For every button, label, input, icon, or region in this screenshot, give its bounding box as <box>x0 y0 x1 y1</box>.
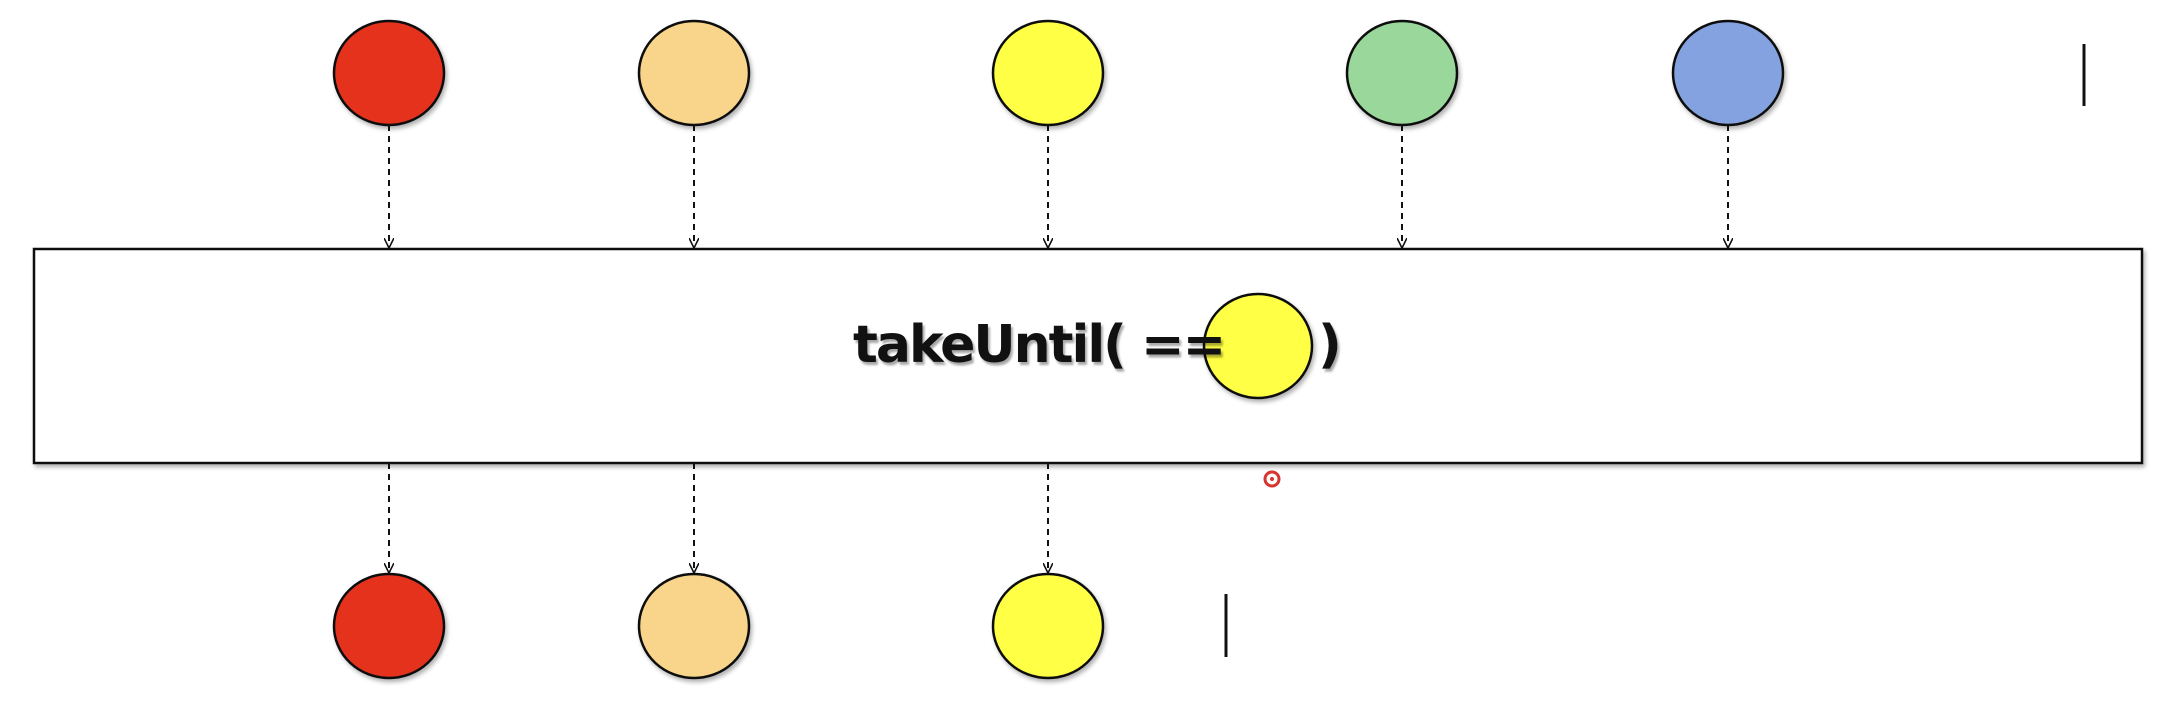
result-marble <box>991 572 1105 680</box>
result-marble <box>637 572 751 680</box>
cursor-ring <box>1263 470 1281 488</box>
marble-layer <box>332 19 1785 680</box>
cursor-dot <box>1270 477 1274 481</box>
operator-marble <box>1202 292 1314 400</box>
operator-label: takeUntil( == <box>853 315 1226 375</box>
source-marble <box>637 19 751 127</box>
source-marble <box>1345 19 1459 127</box>
source-marble <box>991 19 1105 127</box>
operator-box <box>32 247 2144 465</box>
source-marble <box>332 19 446 127</box>
result-marble <box>332 572 446 680</box>
operator-close-paren: ) <box>1318 315 1342 375</box>
source-marble <box>1671 19 1785 127</box>
